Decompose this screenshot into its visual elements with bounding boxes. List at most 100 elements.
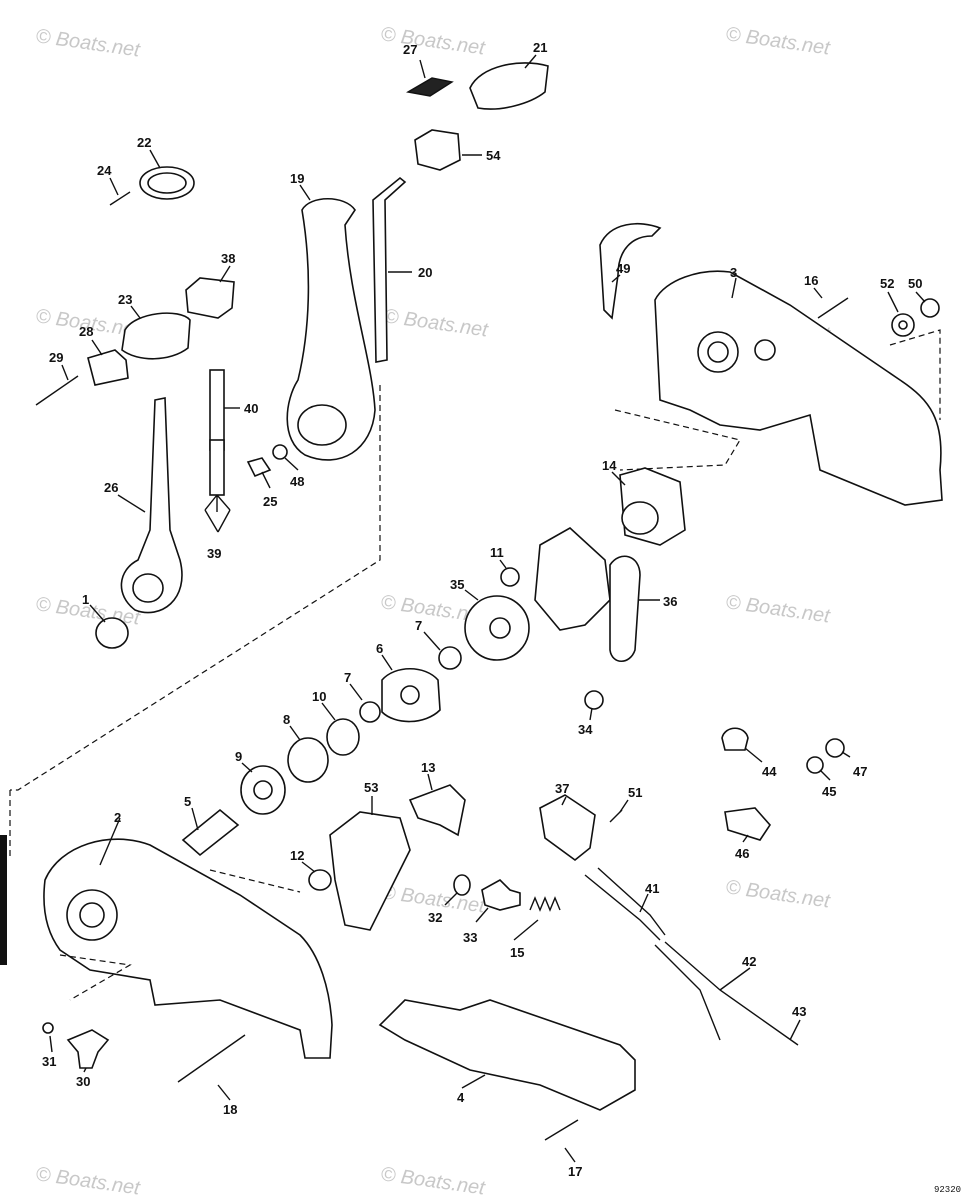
callout-24: 24: [97, 163, 112, 178]
leader-line: [130, 305, 141, 319]
parts: [35, 62, 943, 1141]
assembly-line: [209, 869, 301, 893]
callout-48: 48: [290, 474, 304, 489]
leader-line: [423, 631, 441, 651]
callout-31: 31: [42, 1054, 56, 1069]
leader-line: [887, 291, 899, 313]
callout-23: 23: [118, 292, 132, 307]
leader-line: [83, 1067, 87, 1073]
part-50-nut: [920, 298, 940, 318]
callout-28: 28: [79, 324, 93, 339]
leader-line: [589, 707, 593, 721]
part-7-ring-b: [359, 701, 381, 723]
part-47-nut: [825, 738, 845, 758]
part-48-washer: [272, 444, 288, 460]
part-25-bolt: [246, 457, 272, 478]
leader-line: [611, 471, 626, 486]
leader-line: [742, 834, 749, 843]
callout-34: 34: [578, 722, 593, 737]
part-23: [121, 312, 191, 360]
part-46-clip: [724, 807, 772, 841]
part-2-housing: [43, 838, 333, 1059]
part-12-washer: [308, 869, 332, 891]
callout-51: 51: [628, 785, 642, 800]
callout-50: 50: [908, 276, 922, 291]
leader-line: [89, 604, 106, 623]
assembly-line: [889, 329, 941, 420]
callout-9: 9: [235, 749, 242, 764]
part-33: [481, 879, 521, 911]
part-35-hub: [489, 617, 511, 639]
watermark: © Boats.net: [34, 1163, 142, 1200]
leader-line: [499, 559, 507, 569]
part-4-cover: [378, 999, 636, 1111]
part-21-cover: [469, 62, 549, 110]
leader-line: [301, 861, 316, 873]
callout-32: 32: [428, 910, 442, 925]
leader-line: [619, 799, 629, 813]
part-3-boss-inner: [707, 341, 729, 363]
part-34-nut: [584, 690, 604, 710]
part-8: [287, 737, 329, 783]
callout-53: 53: [364, 780, 378, 795]
leader-line: [475, 907, 489, 923]
part-2-bore-inner: [79, 902, 105, 928]
callout-3: 3: [730, 265, 737, 280]
part-15-spring: [529, 896, 561, 912]
part-40-harness-lower: [209, 439, 225, 496]
part-53: [329, 811, 411, 931]
watermark: © Boats.net: [724, 23, 832, 60]
callout-29: 29: [49, 350, 63, 365]
leader-line: [524, 54, 537, 69]
callout-18: 18: [223, 1102, 237, 1117]
callout-47: 47: [853, 764, 867, 779]
leader-line: [289, 725, 301, 741]
leader-line: [731, 277, 737, 299]
watermark: © Boats.net: [382, 305, 490, 342]
callout-15: 15: [510, 945, 524, 960]
part-38-connector: [185, 277, 235, 319]
callout-1: 1: [82, 592, 89, 607]
part-17-screw: [544, 1119, 579, 1141]
callout-42: 42: [742, 954, 756, 969]
callout-20: 20: [418, 265, 432, 280]
part-3-pin: [754, 339, 776, 361]
watermark: © Boats.net: [34, 25, 142, 62]
leader-line: [561, 796, 567, 806]
edge-marker: [0, 835, 7, 965]
assembly-line: [59, 954, 132, 1001]
part-7-ring-a: [438, 646, 462, 670]
leader-line: [284, 457, 299, 471]
leader-line: [204, 509, 231, 533]
leader-line: [744, 747, 763, 763]
watermark: © Boats.net: [379, 1163, 487, 1200]
leader-line: [915, 291, 926, 303]
leader-line: [639, 893, 649, 913]
part-29-screw: [35, 375, 79, 406]
assembly-lines: [9, 329, 941, 1001]
leader-line: [789, 1019, 801, 1041]
part-37-switch: [539, 794, 596, 862]
leader-line: [49, 1035, 53, 1053]
callouts: 1 2 3 4 5 6 7 7 8 9 10 11 12 13 14 15 16…: [42, 40, 922, 1179]
part-31-screw: [42, 1022, 54, 1034]
part-9-hub: [253, 780, 273, 800]
callout-37: 37: [555, 781, 569, 796]
part-39-leads: [204, 494, 231, 512]
part-41-wires: [584, 867, 666, 941]
callout-16: 16: [804, 273, 818, 288]
callout-8: 8: [283, 712, 290, 727]
leader-line: [461, 1074, 486, 1089]
leader-line: [564, 1147, 576, 1163]
callout-40: 40: [244, 401, 258, 416]
callout-44: 44: [762, 764, 777, 779]
leader-line: [464, 589, 479, 601]
callout-22: 22: [137, 135, 151, 150]
callout-12: 12: [290, 848, 304, 863]
assembly-line: [614, 409, 741, 471]
part-44: [721, 727, 749, 751]
callout-7a: 7: [415, 618, 422, 633]
leader-line: [321, 702, 336, 721]
callout-2: 2: [114, 810, 121, 825]
